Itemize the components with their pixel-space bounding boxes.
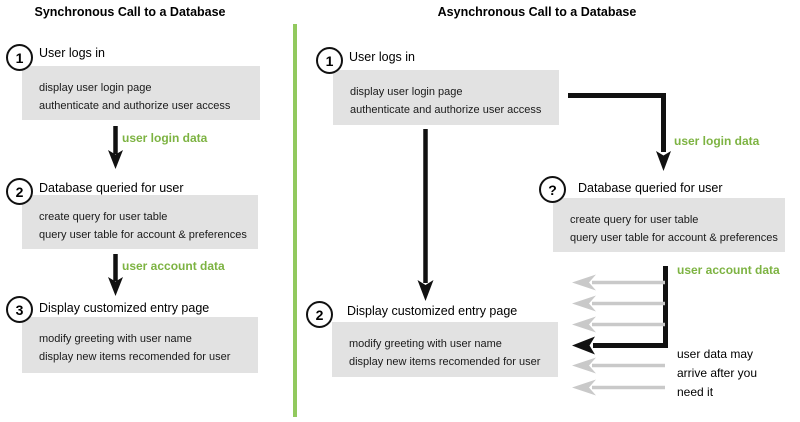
flow-label-user-account-data: user account data [122,259,225,273]
step-detail-box-sync-3: modify greeting with user name display n… [22,317,258,373]
detail-line: display new items recomended for user [39,351,231,363]
detail-line: authenticate and authorize user access [39,100,231,112]
async-account-arrowhead [572,336,595,355]
step-label-sync-2: Database queried for user [39,181,184,195]
pending-data-arrowhead [572,379,596,396]
async-login-arrowhead [656,151,671,171]
detail-line: display new items recomended for user [349,356,541,368]
step-detail-box-sync-1: display user login page authenticate and… [22,66,260,120]
pending-data-arrowhead [572,295,596,312]
note-line: need it [677,385,714,399]
pending-data-arrowhead [572,274,596,291]
detail-line: modify greeting with user name [39,333,192,345]
step-label-sync-1: User logs in [39,46,105,60]
step-badge-async-1: 1 [316,47,343,74]
async-login-elbow-arrow [568,93,666,152]
pending-data-arrowhead [572,357,596,374]
step-badge-async-query: ? [539,176,566,203]
detail-line: create query for user table [570,214,699,226]
step-detail-box-async-query: create query for user table query user t… [553,198,785,252]
step-badge-sync-1: 1 [6,44,33,71]
step-label-async-2: Display customized entry page [347,304,518,318]
step-detail-box-async-1: display user login page authenticate and… [333,70,559,125]
detail-line: authenticate and authorize user access [350,104,542,116]
note-line: user data may [677,347,754,361]
sync-login-arrowhead [108,150,123,169]
async-timing-note: user data may arrive after you need it [677,345,757,402]
flow-label-user-login-data: user login data [122,131,208,145]
flow-label-user-login-data: user login data [674,134,760,148]
async-account-elbow-arrow [593,266,668,348]
detail-line: create query for user table [39,211,168,223]
step-detail-box-sync-2: create query for user table query user t… [22,195,258,249]
step-badge-sync-3: 3 [6,296,33,323]
async-direct-arrowhead [417,280,434,301]
flow-label-user-account-data: user account data [677,263,780,277]
step-label-async-query: Database queried for user [578,181,723,195]
step-badge-async-2: 2 [306,301,333,328]
sync-title: Synchronous Call to a Database [34,5,226,19]
detail-line: query user table for account & preferenc… [570,232,778,244]
step-label-sync-3: Display customized entry page [39,301,210,315]
detail-line: query user table for account & preferenc… [39,229,247,241]
step-label-async-1: User logs in [349,50,415,64]
step-detail-box-async-2: modify greeting with user name display n… [332,322,558,377]
pending-data-arrowhead [572,316,596,333]
sync-account-arrowhead [108,277,123,296]
detail-line: modify greeting with user name [349,338,502,350]
detail-line: display user login page [350,86,463,98]
step-badge-sync-2: 2 [6,178,33,205]
async-title: Asynchronous Call to a Database [437,5,637,19]
detail-line: display user login page [39,82,152,94]
note-line: arrive after you [677,366,758,380]
column-divider [293,24,297,417]
